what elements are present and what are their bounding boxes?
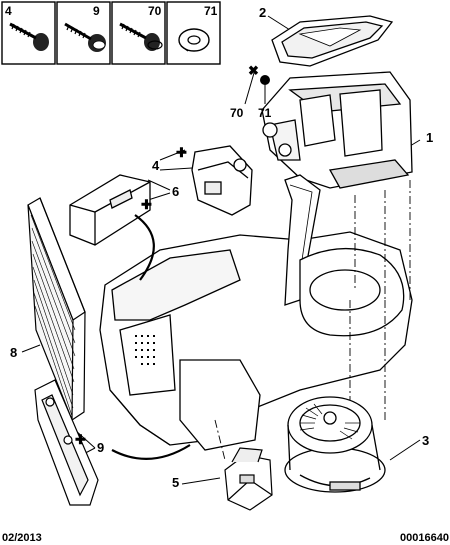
footer-reference: 00016640 [400, 532, 449, 544]
resistor-part-5 [224, 447, 273, 511]
screw-box-9 [56, 1, 111, 65]
screw-box-4 [1, 1, 56, 65]
screw-box-71 [166, 1, 221, 65]
screw-icon [9, 22, 49, 51]
callout-actuator-screw: 6 [172, 184, 179, 199]
dot-marker [260, 75, 270, 85]
callout-bracket-screw: 9 [97, 440, 104, 455]
screw-box-9-number: 9 [93, 4, 100, 18]
filter-bracket [34, 379, 99, 506]
plus-marker-module: ✚ [141, 197, 152, 212]
cover-part-2 [271, 15, 394, 67]
callout-cover: 2 [259, 5, 266, 20]
screw-box-71-number: 71 [204, 4, 218, 18]
callout-actuator: 4 [152, 158, 160, 173]
callout-screw-70: 70 [230, 106, 244, 120]
blower-motor-part-3 [284, 396, 386, 493]
footer-date: 02/2013 [2, 532, 42, 544]
connector-arc [134, 214, 155, 281]
screw-icon [64, 22, 106, 52]
cross-marker: ✖ [248, 63, 259, 78]
flap-housing-part-1 [261, 71, 413, 189]
leader-70 [244, 72, 255, 105]
screw-box-70-number: 70 [148, 4, 162, 18]
callout-housing: 1 [426, 130, 433, 145]
fastener-legend: 4 9 70 71 [1, 1, 221, 65]
plus-marker-bracket: ✚ [75, 432, 86, 447]
cabin-filter-part-8 [27, 197, 86, 421]
screw-box-70 [111, 1, 166, 65]
hvac-main-housing [99, 174, 413, 451]
screw-icon [119, 22, 163, 51]
actuator-part-4 [191, 145, 253, 216]
callout-filter: 8 [10, 345, 17, 360]
callout-washer-71: 71 [258, 106, 272, 120]
module-part [69, 174, 151, 246]
screw-box-4-number: 4 [5, 4, 12, 18]
washer-icon [178, 28, 210, 52]
callout-blower: 3 [422, 433, 429, 448]
callout-resistor: 5 [172, 475, 179, 490]
plus-marker-actuator: ✚ [176, 145, 187, 160]
connector-arc [111, 444, 191, 460]
